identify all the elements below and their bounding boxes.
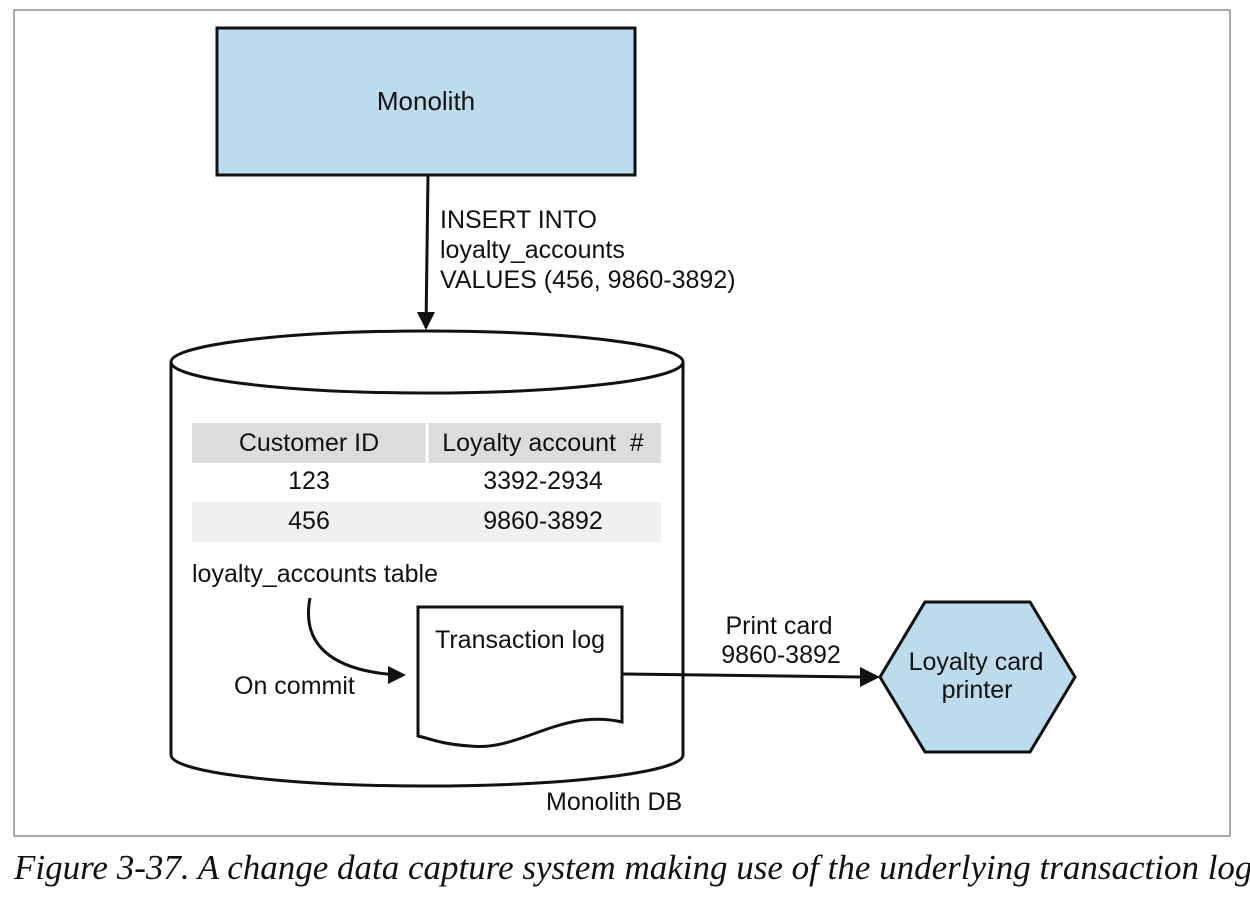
transaction-log-label: Transaction log — [435, 626, 605, 654]
table-cell-row1-customer-id: 123 — [288, 467, 330, 495]
loyalty-accounts-table: Customer ID Loyalty account # 123 3392-2… — [192, 423, 661, 588]
monolith-db-label: Monolith DB — [546, 788, 682, 816]
table-cell-row2-customer-id: 456 — [288, 507, 330, 535]
table-cell-row1-loyalty-account: 3392-2934 — [483, 467, 603, 495]
insert-statement: INSERT INTO loyalty_accounts VALUES (456… — [440, 206, 736, 294]
figure-caption: Figure 3-37. A change data capture syste… — [14, 848, 1250, 887]
table-header-loyalty-account: Loyalty account # — [442, 429, 644, 457]
print-card-arrowhead — [860, 667, 880, 687]
insert-line-2: loyalty_accounts — [440, 236, 625, 264]
insert-line-1: INSERT INTO — [440, 206, 597, 234]
cylinder-top — [169, 329, 685, 395]
monolith-node: Monolith — [215, 26, 637, 177]
printer-hexagon — [878, 600, 1077, 754]
print-card-line-1: Print card — [726, 612, 833, 640]
printer-label-line-1: Loyalty card — [909, 648, 1044, 676]
table-cell-row2-loyalty-account: 9860-3892 — [483, 507, 603, 535]
monolith-label: Monolith — [377, 86, 475, 116]
monolith-box — [215, 26, 637, 177]
loyalty-card-printer-node: Loyalty card printer — [878, 600, 1077, 754]
transaction-log-shape — [416, 605, 624, 749]
table-alt-row — [192, 502, 661, 542]
table-header-customer-id: Customer ID — [239, 429, 379, 457]
on-commit-arrow — [307, 597, 401, 677]
printer-label-line-2: printer — [942, 676, 1013, 704]
print-card-arrow — [621, 672, 863, 679]
table-caption: loyalty_accounts table — [192, 560, 438, 588]
figure-frame — [13, 9, 1231, 837]
on-commit-label: On commit — [234, 672, 355, 700]
transaction-log-document: Transaction log — [416, 605, 624, 749]
on-commit-arrowhead — [388, 666, 406, 684]
insert-arrow — [424, 174, 430, 329]
insert-arrowhead — [417, 312, 435, 330]
insert-line-3: VALUES (456, 9860-3892) — [440, 266, 736, 294]
print-card-line-2: 9860-3892 — [721, 641, 841, 669]
